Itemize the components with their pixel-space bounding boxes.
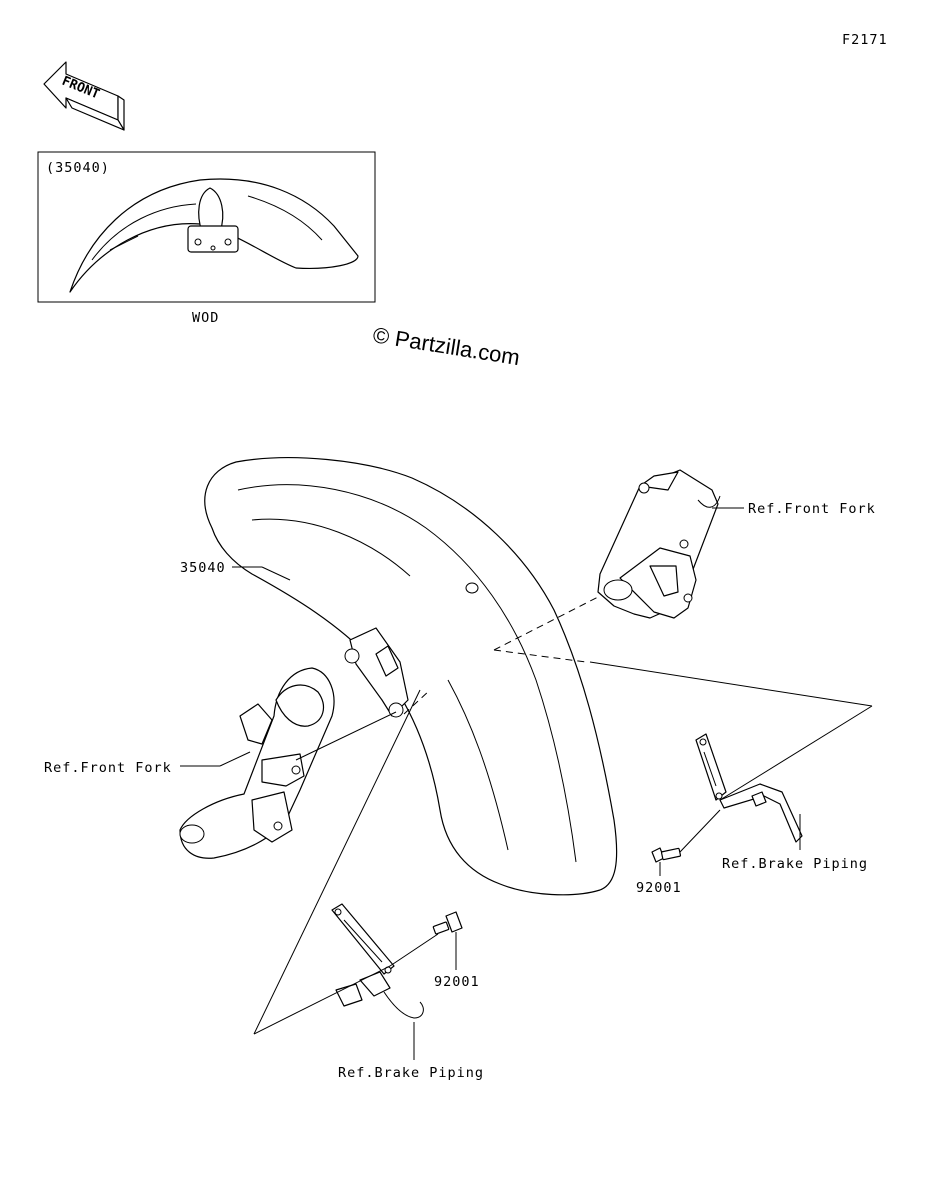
inset-box: (35040) WOD xyxy=(37,151,376,326)
callout-ref-front-fork-left: Ref.Front Fork xyxy=(44,760,172,776)
front-fork-left xyxy=(179,667,335,859)
bolt-92001-bottom xyxy=(432,911,463,935)
front-fork-right xyxy=(597,469,721,619)
watermark: © Partzilla.com xyxy=(371,322,521,370)
callout-bolt-right: 92001 xyxy=(636,880,682,896)
callout-ref-brake-piping-right: Ref.Brake Piping xyxy=(722,856,868,872)
brake-piping-clamp-right xyxy=(695,733,803,843)
callout-ref-brake-piping-bottom: Ref.Brake Piping xyxy=(338,1065,484,1081)
front-fender xyxy=(204,457,618,896)
callout-fender-part-number: 35040 xyxy=(180,560,226,576)
front-direction-arrow-icon: FRONT xyxy=(43,61,125,131)
inset-caption: WOD xyxy=(192,310,219,326)
callout-ref-front-fork-right: Ref.Front Fork xyxy=(748,501,876,517)
bolt-92001-right xyxy=(651,847,682,863)
inset-part-ref: (35040) xyxy=(46,160,110,176)
inset-fender-drawing xyxy=(69,178,359,293)
figure-id: F2171 xyxy=(842,32,888,48)
callout-bolt-bottom: 92001 xyxy=(434,974,480,990)
brake-piping-clamp-bottom xyxy=(331,903,424,1019)
leader-lines xyxy=(180,507,873,1060)
